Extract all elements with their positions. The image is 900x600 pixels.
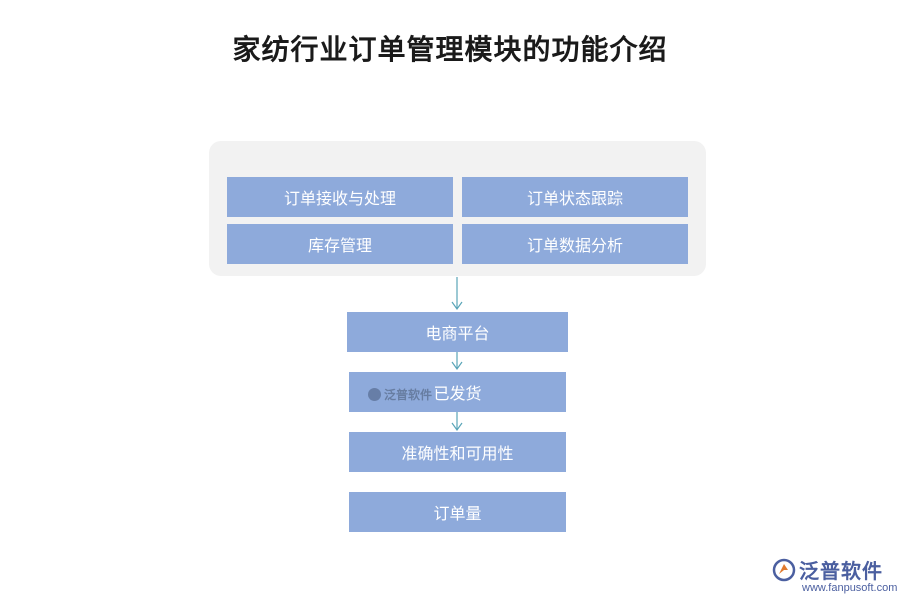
step-shipped: 已发货 <box>349 372 566 412</box>
arrowhead-2 <box>451 361 463 371</box>
watermark-logo-icon <box>368 388 381 401</box>
brand-name: 泛普软件 <box>799 559 883 583</box>
module-order-status: 订单状态跟踪 <box>462 177 688 217</box>
arrowhead-3 <box>451 422 463 432</box>
brand-logo: 泛普软件 www.fanpusoft.com <box>772 555 897 594</box>
module-order-receive: 订单接收与处理 <box>227 177 453 217</box>
page-title: 家纺行业订单管理模块的功能介绍 <box>232 33 668 66</box>
module-inventory: 库存管理 <box>227 224 453 264</box>
brand-logo-icon <box>772 558 796 581</box>
arrowhead-1 <box>451 301 463 311</box>
brand-url: www.fanpusoft.com <box>802 582 898 594</box>
step-order-volume: 订单量 <box>349 492 566 532</box>
step-accuracy-availability: 准确性和可用性 <box>349 432 566 472</box>
step-ecommerce-platform: 电商平台 <box>347 312 568 352</box>
module-order-analysis: 订单数据分析 <box>462 224 688 264</box>
watermark-text: 泛普软件 <box>384 388 433 402</box>
watermark: 泛普软件 <box>368 386 432 403</box>
